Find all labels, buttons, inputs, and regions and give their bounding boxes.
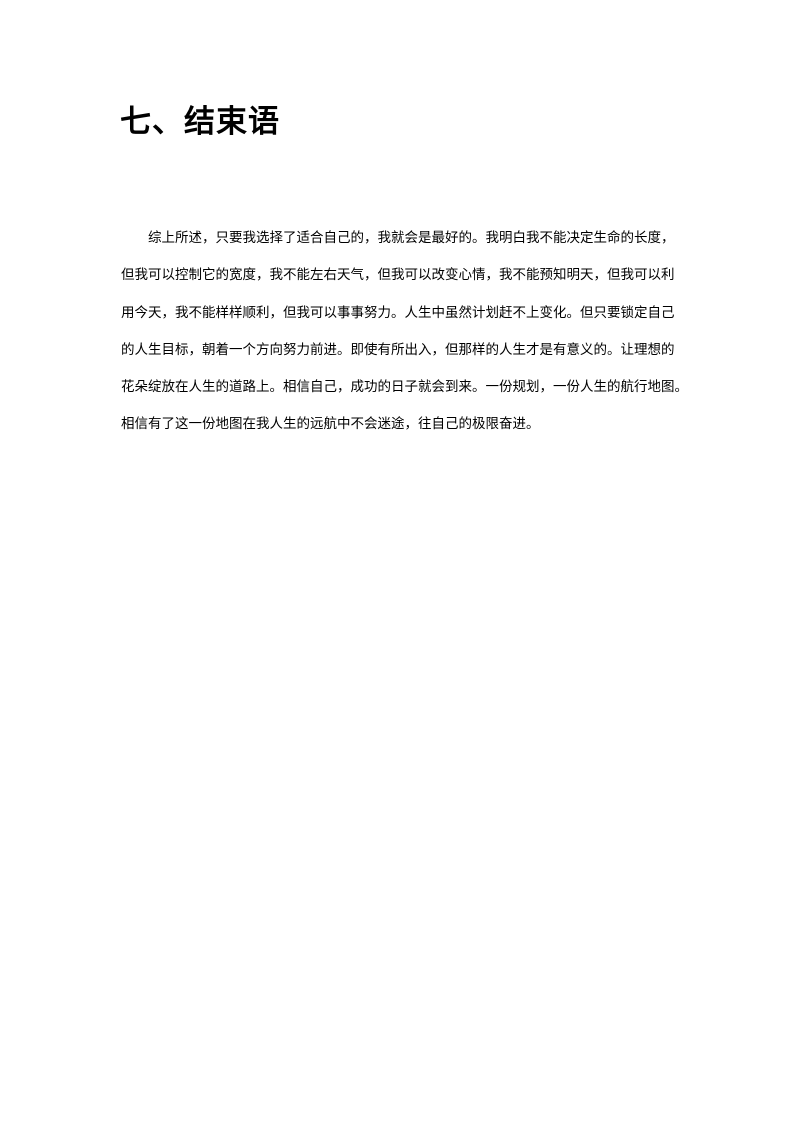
paragraph-line-2: 但我可以控制它的宽度，我不能左右天气，但我可以改变心情，我不能预知明天，但我可以… [121, 267, 675, 284]
paragraph-line-5: 花朵绽放在人生的道路上。相信自己，成功的日子就会到来。一份规划，一份人生的航行地… [121, 379, 688, 396]
section-heading: 七、结束语 [120, 104, 280, 140]
paragraph-line-1: 综上所述，只要我选择了适合自己的，我就会是最好的。我明白我不能决定生命的长度， [148, 230, 675, 246]
paragraph-line-6: 相信有了这一份地图在我人生的远航中不会迷途，往自己的极限奋进。 [121, 416, 540, 433]
conclusion-paragraph: 综上所述，只要我选择了适合自己的，我就会是最好的。我明白我不能决定生命的长度， … [121, 220, 691, 444]
paragraph-line-3: 用今天，我不能样样顺利，但我可以事事努力。人生中虽然计划赶不上变化。但只要锁定自… [121, 304, 675, 321]
paragraph-line-4: 的人生目标，朝着一个方向努力前进。即使有所出入，但那样的人生才是有意义的。让理想… [121, 341, 675, 358]
